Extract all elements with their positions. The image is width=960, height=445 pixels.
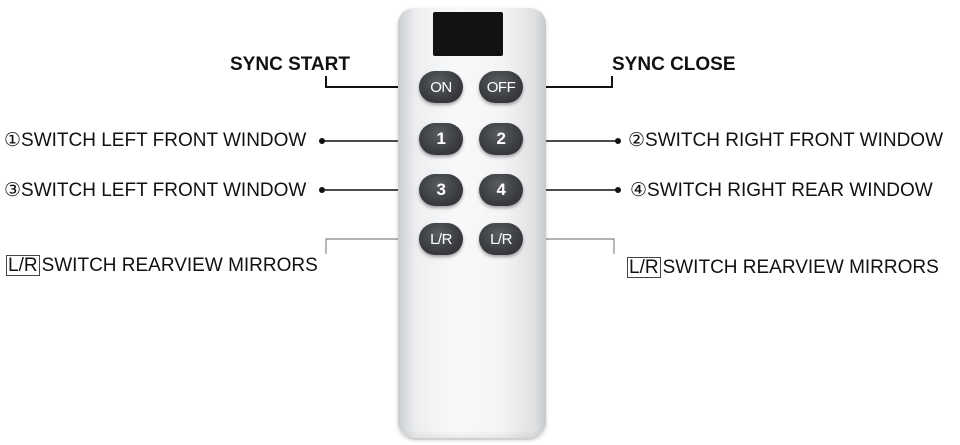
mirror-right-text: SWITCH REARVIEW MIRRORS [662,257,939,278]
on-button[interactable]: ON [419,71,463,103]
off-button[interactable]: OFF [479,71,523,103]
switch-4-dot [615,187,621,193]
lr-left-button[interactable]: L/R [419,223,463,255]
button-3[interactable]: 3 [419,174,463,206]
remote-control [398,8,546,440]
switch-3-label: ③SWITCH LEFT FRONT WINDOW [4,180,307,201]
switch-2-label: ②SWITCH RIGHT FRONT WINDOW [628,130,944,151]
sync-start-connector [325,76,420,88]
mirror-right-connector [522,238,615,254]
lr-box-right: L/R [627,257,661,278]
lr-right-button[interactable]: L/R [479,223,523,255]
lr-box-left: L/R [6,255,40,276]
mirror-left-text: SWITCH REARVIEW MIRRORS [41,255,318,276]
switch-1-dot [319,138,325,144]
switch-4-label: ④SWITCH RIGHT REAR WINDOW [630,180,933,201]
button-2[interactable]: 2 [479,123,523,155]
button-1[interactable]: 1 [419,123,463,155]
switch-2-dot [615,138,621,144]
button-4[interactable]: 4 [479,174,523,206]
mirror-left-connector [325,238,420,254]
led-window [433,12,503,56]
sync-close-label: SYNC CLOSE [612,54,736,75]
switch-3-dot [319,187,325,193]
sync-close-connector [522,76,613,88]
sync-start-label: SYNC START [230,54,350,75]
switch-1-label: ①SWITCH LEFT FRONT WINDOW [4,130,307,151]
